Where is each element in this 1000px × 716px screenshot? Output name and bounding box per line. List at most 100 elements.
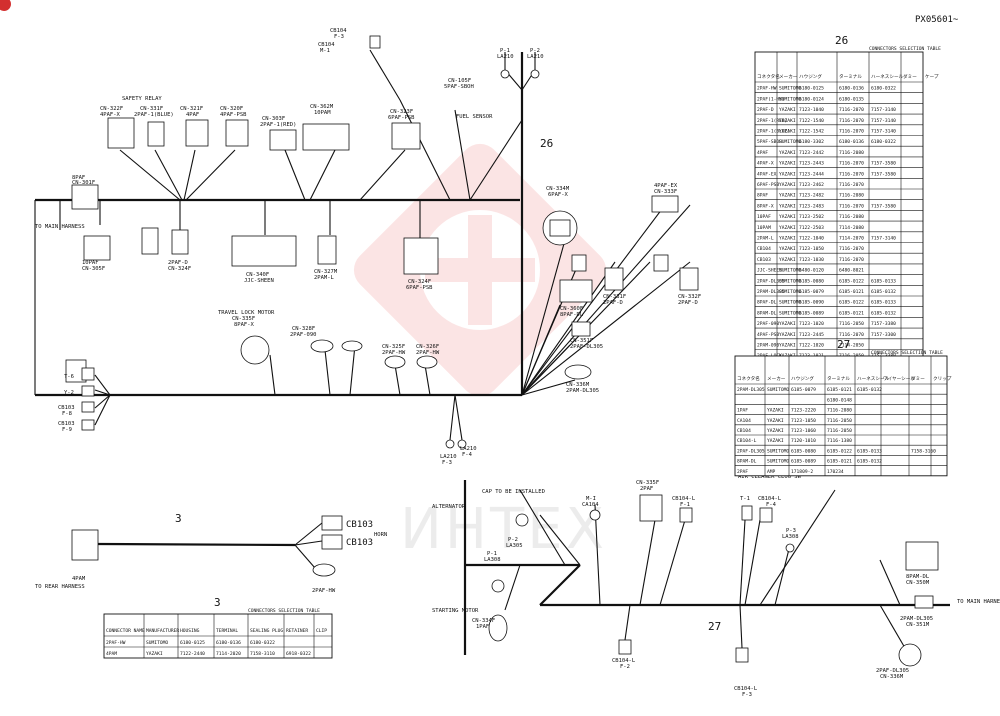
table-cell: 7116-2080 bbox=[839, 150, 864, 156]
table-cell: 7116-2070 bbox=[839, 246, 864, 252]
table-cell: 4PAM bbox=[106, 651, 117, 657]
table-cell: 2PAF-DL305 bbox=[757, 278, 785, 284]
connector-label: CN-335F bbox=[232, 316, 255, 322]
connector-cn333f: 4PAF-EX CN-333F bbox=[651, 183, 679, 213]
table-cell: 7123-1040 bbox=[799, 107, 824, 113]
table-cell: 6180-0136 bbox=[216, 640, 241, 646]
table-header-cell: CONNECTOR NAME bbox=[106, 628, 145, 634]
connector-sublabel: 8PAF-X bbox=[234, 322, 255, 328]
connector-label: LA308 bbox=[782, 534, 799, 540]
connector-label: CB103 bbox=[58, 421, 75, 427]
table-cell: 6PAF-PSB bbox=[757, 182, 779, 188]
table-cell: 7122-2440 bbox=[180, 651, 205, 657]
connector-ca104: M-I CA104 bbox=[582, 496, 601, 521]
connector-cn332f: CN-332F 2PAF-D bbox=[678, 267, 701, 306]
connector-cn328f: CN-328F 2PAF-090 bbox=[290, 326, 334, 353]
connector-sublabel: 8PAF bbox=[72, 175, 85, 181]
table-cell: SUMITOMO bbox=[767, 448, 789, 454]
table-header-cell: MANUFACTURER bbox=[146, 628, 179, 634]
connector-label: CN-350M bbox=[906, 580, 930, 586]
note-cap: CAP TO BE INSTALLED bbox=[482, 489, 545, 495]
table-27: 27CONNECTORS SELECTION TABLEコネクタ名メーカーハウジ… bbox=[734, 338, 952, 477]
table-cell: 7123-1030 bbox=[799, 257, 824, 263]
connector-label: LA305 bbox=[506, 543, 523, 549]
connector-sublabel: 2PAF-HW bbox=[416, 350, 440, 356]
connector-p2: P-2 LA210 bbox=[527, 48, 544, 79]
connector-sublabel: P-1 bbox=[487, 551, 497, 557]
table-cell: SUMITOMO bbox=[779, 278, 801, 284]
table-cell: 6185-0121 bbox=[839, 310, 864, 316]
connector-label: CN-105F bbox=[448, 78, 471, 84]
table-cell: 7158-3160 bbox=[911, 448, 936, 454]
table-cell: SUMITOMO bbox=[779, 300, 801, 306]
connector-sublabel: F-4 bbox=[462, 452, 473, 458]
table-cell: 2PAF-090 bbox=[757, 321, 779, 327]
connector-cb104l-f2: CB104-L F-2 bbox=[612, 639, 636, 670]
note-fuel-sensor: FUEL SENSOR bbox=[456, 114, 493, 120]
table-cell: 5PAF-SBOH bbox=[757, 139, 782, 145]
connector-cb104l-f1: CB104-L F-1 bbox=[672, 496, 696, 523]
table-cell: 7116-2070 bbox=[839, 171, 864, 177]
connector-sublabel: 1PAF bbox=[476, 624, 489, 630]
watermark-text: ИНТЕХ bbox=[400, 497, 607, 562]
table-cell: 6185-0089 bbox=[791, 459, 816, 465]
table-cell: 2PAF-1(BLUE) bbox=[757, 129, 790, 135]
connector-label: CN-334F bbox=[472, 618, 495, 624]
watermark: ИНТЕХ bbox=[353, 143, 607, 562]
connector-cn301f: 8PAF CN-301F bbox=[71, 175, 99, 210]
connector-label: CN-335F bbox=[636, 480, 659, 486]
table-cell: 7122-1040 bbox=[799, 236, 824, 242]
table-cell: 7123-2220 bbox=[791, 408, 816, 414]
table-cell: YAZAKI bbox=[779, 257, 796, 263]
harness-3: 3 4PAM CB103 CB103 2PAF-HW HORN bbox=[71, 512, 387, 594]
table-26: 26CONNECTORS SELECTION TABLEコネクタ名メーカーハウジ… bbox=[754, 34, 941, 361]
table-cell: 6185-0090 bbox=[799, 300, 824, 306]
connector-p1: P-1 LA210 bbox=[497, 48, 514, 79]
table-cell: 7123-2442 bbox=[799, 150, 824, 156]
table-cell: 7116-2070 bbox=[839, 107, 864, 113]
connector-label: CN-333F bbox=[654, 189, 677, 195]
table-number: 26 bbox=[835, 34, 848, 47]
table-cell: 6185-0089 bbox=[799, 310, 824, 316]
table-cell: YAZAKI bbox=[779, 129, 796, 135]
table-frame bbox=[734, 355, 948, 477]
table-cell: 2PAM-DL305 bbox=[737, 387, 765, 393]
table-cell: YAZAKI bbox=[779, 321, 796, 327]
table-cell: 4PAF-X bbox=[757, 161, 774, 167]
connector-cb103b-label: CB103 bbox=[346, 538, 373, 548]
table-cell: 2PAF-1(RED) bbox=[757, 118, 787, 124]
table-cell: YAZAKI bbox=[779, 182, 796, 188]
table-cell: CA104 bbox=[737, 418, 751, 424]
connector-la210-f4: LA210 F-4 bbox=[457, 439, 477, 458]
connector-label: LA210 bbox=[440, 454, 457, 460]
connector-cb104l-f3: CB104-L F-3 bbox=[734, 647, 758, 698]
table-header-cell: ターミナル bbox=[839, 73, 862, 80]
connector-label: CN-325F bbox=[382, 344, 405, 350]
table-cell: YAZAKI bbox=[779, 203, 796, 209]
connector-sublabel: 2PAF-1(BLUE) bbox=[134, 112, 174, 118]
table-cell: 2PAF-HW bbox=[757, 86, 777, 92]
connector-sublabel: F-4 bbox=[766, 502, 777, 508]
table-cell: SUMITOMO bbox=[767, 387, 789, 393]
connector-label: CN-331F bbox=[603, 294, 626, 300]
table-cell: 7123-1020 bbox=[799, 321, 824, 327]
table-cell: 6185-0079 bbox=[791, 387, 816, 393]
connector-sublabel: LA210 bbox=[527, 54, 544, 60]
table-header-cell: ダミー bbox=[903, 73, 917, 80]
connector-cn324f: 2PAF-D CN-324F bbox=[168, 229, 191, 272]
connector-cn335f-b: CN-335F 2PAF bbox=[636, 480, 663, 522]
connector-4pam-label: 4PAM bbox=[72, 576, 86, 582]
table-cell: 10PAF bbox=[757, 214, 771, 220]
table-cell: 6185-0132 bbox=[857, 459, 882, 465]
connector-cn331f: CN-331F 2PAF-1(BLUE) bbox=[134, 106, 174, 147]
table-title: CONNECTORS SELECTION TABLE bbox=[869, 46, 941, 52]
connector-sublabel: 4PAF-X bbox=[100, 112, 121, 118]
table-cell: 8PAF bbox=[757, 193, 768, 199]
connector-label: CN-303F bbox=[262, 116, 285, 122]
table-cell: CB104 bbox=[737, 428, 751, 434]
table-cell: 6185-0132 bbox=[871, 289, 896, 295]
table-cell: YAZAKI bbox=[779, 150, 796, 156]
connector-label: CN-340F bbox=[246, 272, 269, 278]
connector-sublabel: M-1 bbox=[320, 48, 330, 54]
table-cell: YAZAKI bbox=[779, 171, 796, 177]
